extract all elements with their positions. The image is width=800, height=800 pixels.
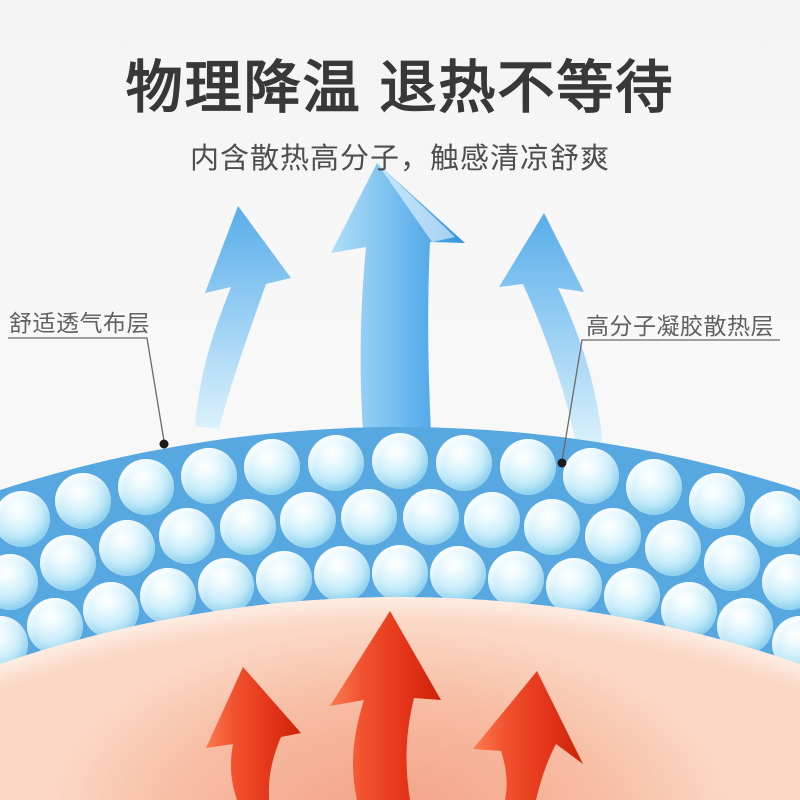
- gel-bead: [372, 433, 428, 489]
- label-breathable-cloth-layer: 舒适透气布层: [9, 310, 150, 336]
- gel-bead: [704, 535, 761, 592]
- gel-bead: [750, 490, 800, 547]
- gel-bead: [180, 447, 237, 504]
- gel-bead: [499, 439, 556, 496]
- gel-bead: [0, 490, 50, 547]
- gel-bead: [584, 507, 641, 564]
- arrow-gloss: [377, 163, 455, 242]
- label-polymer-gel-layer: 高分子凝胶散热层: [586, 313, 774, 339]
- gel-bead: [644, 520, 701, 577]
- gel-bead: [219, 498, 276, 555]
- gel-bead: [197, 558, 254, 615]
- gel-bead: [762, 553, 800, 610]
- gel-bead: [117, 458, 174, 515]
- gel-bead: [546, 558, 603, 615]
- gel-bead: [55, 473, 112, 530]
- gel-bead: [244, 439, 301, 496]
- up-arrow-icon-left: [195, 206, 291, 429]
- leader-line-right: [561, 339, 780, 462]
- leader-line-left: [8, 337, 165, 442]
- page-title: 物理降温 退热不等待: [125, 56, 675, 120]
- gel-bead: [341, 489, 398, 546]
- gel-bead: [463, 492, 520, 549]
- gel-bead: [255, 550, 312, 607]
- heat-arrow-icon-right: [473, 671, 583, 800]
- up-arrow-icon-right: [499, 213, 603, 448]
- gel-bead: [688, 473, 745, 530]
- gel-bead: [524, 498, 581, 555]
- leader-dot-left: [159, 439, 169, 449]
- gel-bead: [430, 546, 487, 603]
- gel-bead: [488, 550, 545, 607]
- gel-bead: [435, 434, 492, 491]
- gel-bead: [372, 545, 428, 601]
- gel-bead: [280, 492, 337, 549]
- gel-bead: [563, 447, 620, 504]
- leader-dot-right: [557, 458, 567, 468]
- gel-bead: [402, 489, 459, 546]
- heat-arrow-icon-left: [206, 667, 301, 800]
- gel-bead: [39, 535, 96, 592]
- gel-bead: [159, 507, 216, 564]
- gel-bead: [313, 546, 370, 603]
- page-subtitle: 内含散热高分子，触感清凉舒爽: [189, 143, 610, 175]
- gel-bead: [626, 458, 683, 515]
- heat-arrow-icon-middle: [330, 611, 441, 800]
- gel-bead: [99, 520, 156, 577]
- gel-bead: [308, 434, 365, 491]
